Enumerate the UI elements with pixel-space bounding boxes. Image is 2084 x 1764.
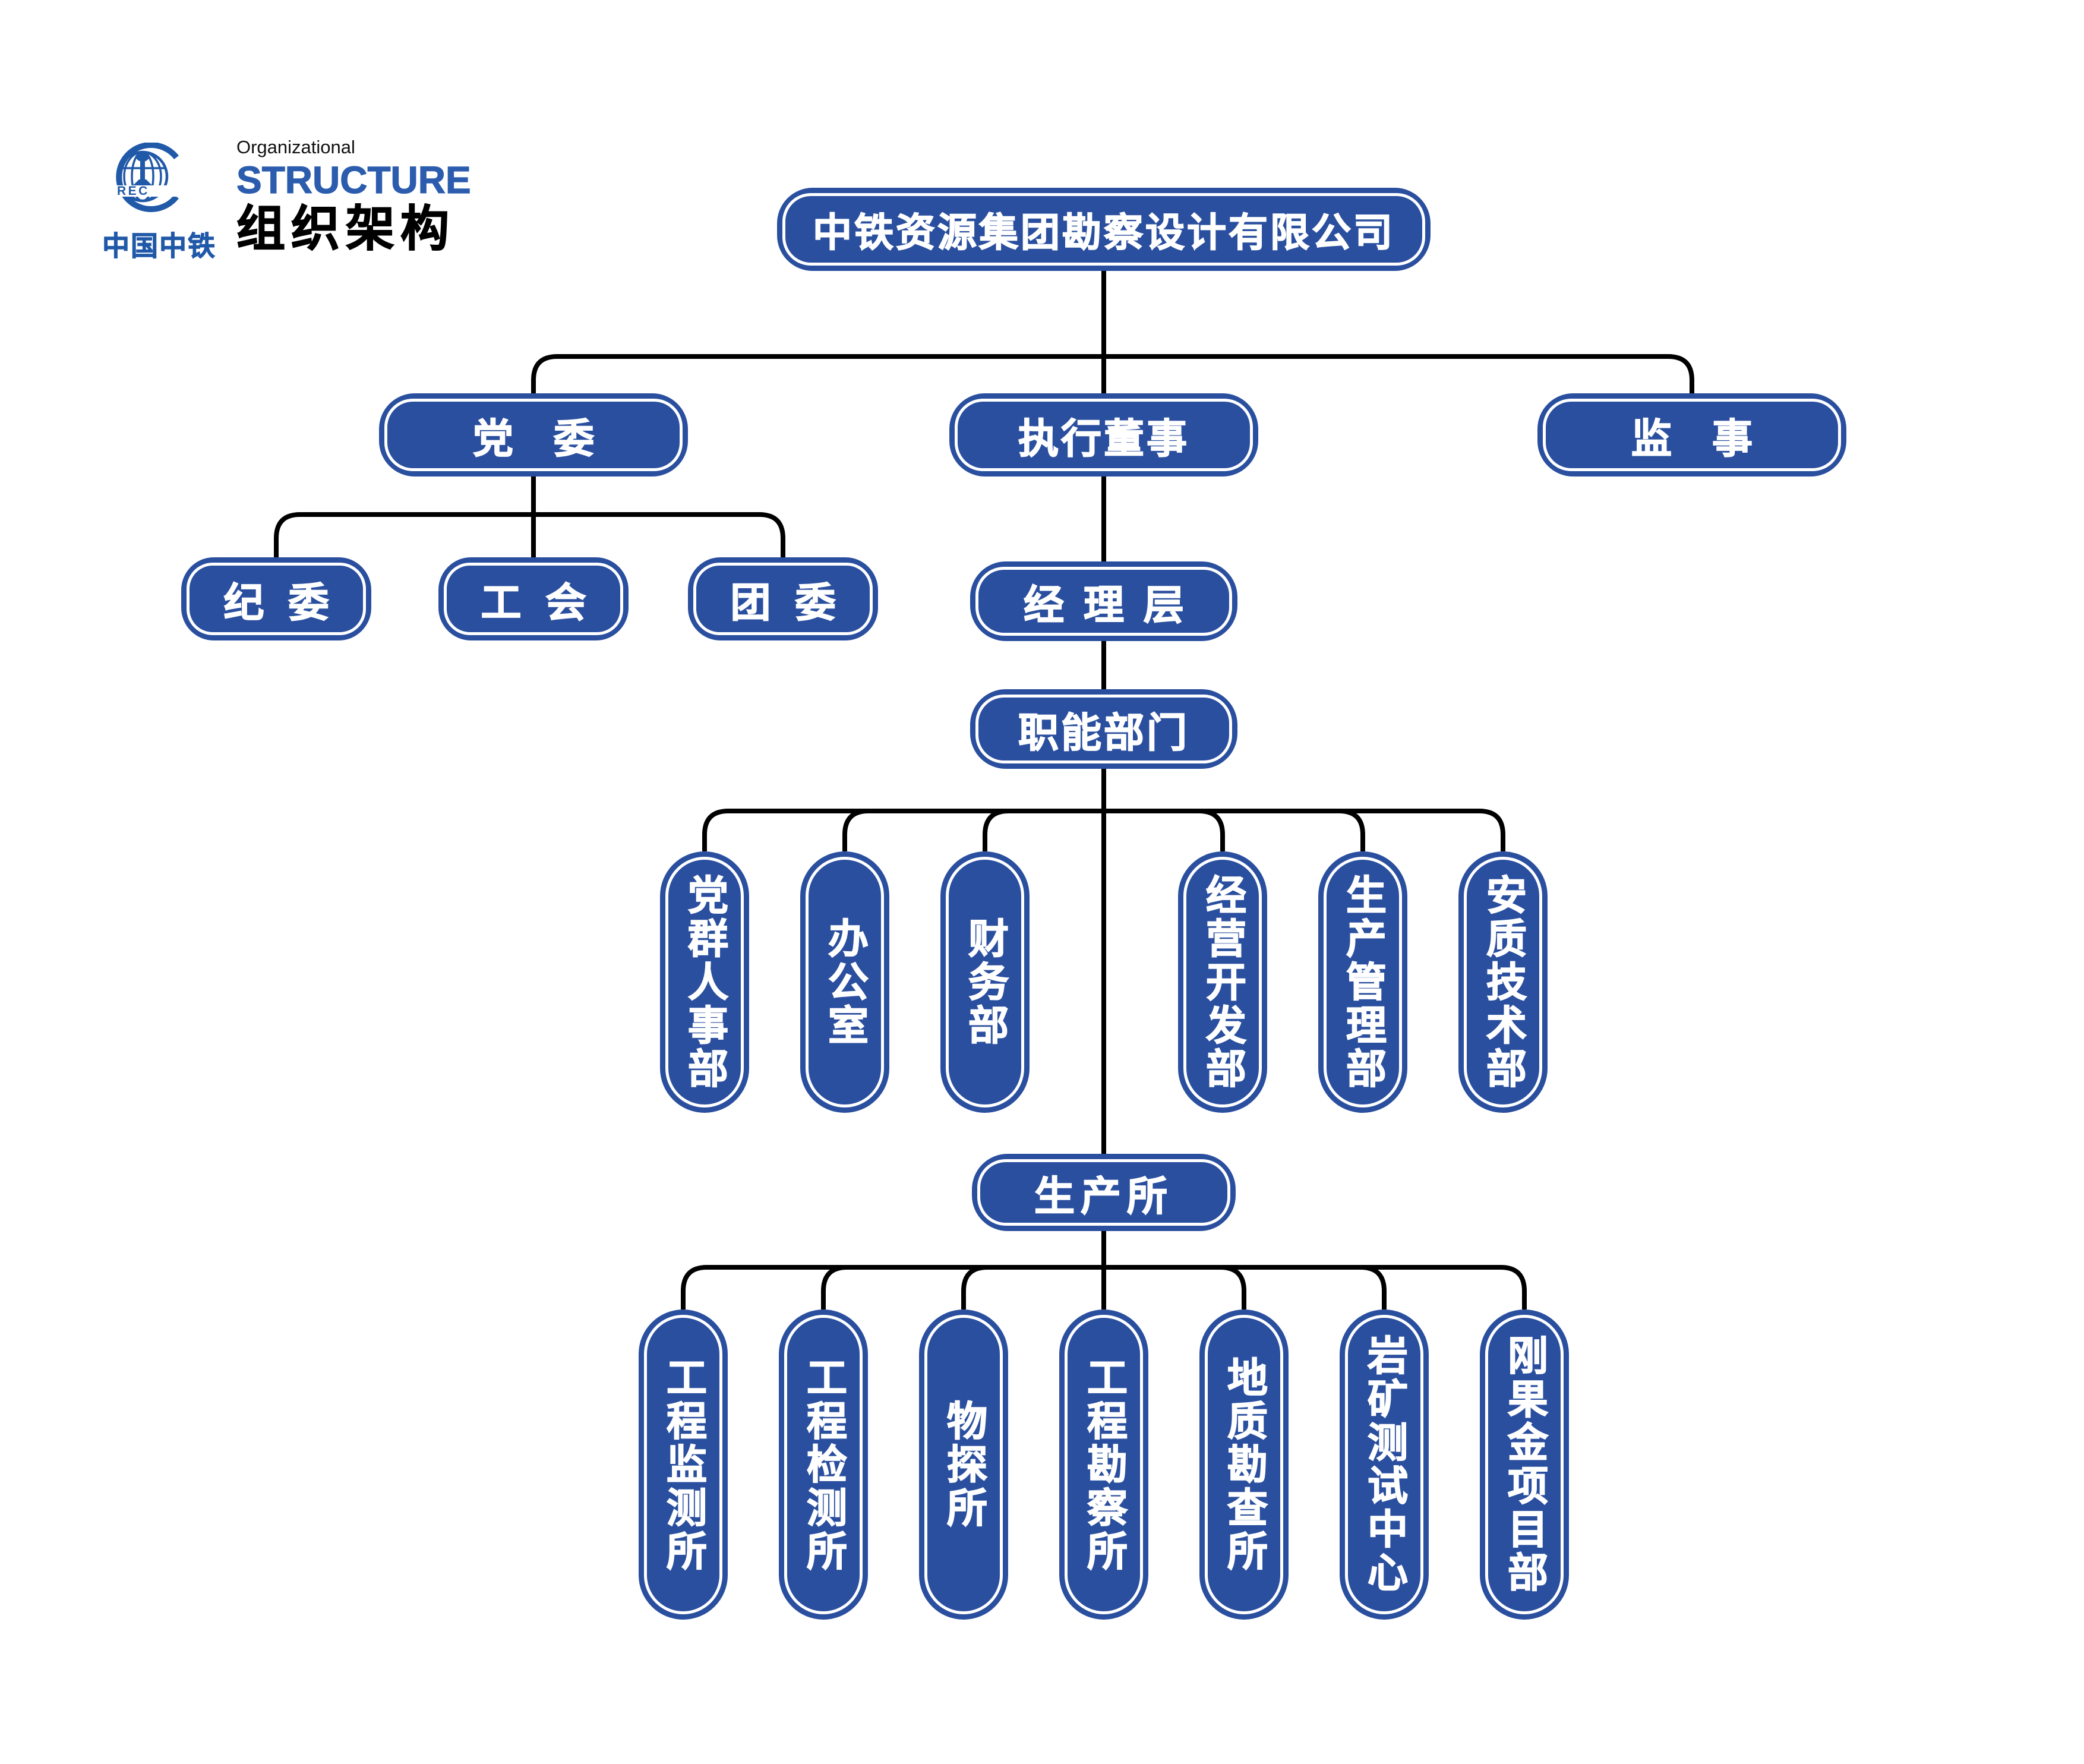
node-production-institute: 生产所 [972,1154,1236,1231]
node-party-committee: 党 委 [379,393,688,476]
node-root: 中铁资源集团勘察设计有限公司 [777,188,1431,271]
node-youth-league: 团 委 [688,557,878,640]
rail-glyph [133,152,152,185]
brand-name: 中国中铁 [102,231,216,262]
node-unit-rock-mineral: 岩矿测试中心 [1340,1309,1429,1620]
node-unit-congo-project: 刚果金项目部 [1480,1309,1569,1620]
emblem-letters: REC [117,184,150,198]
title-structure: STRUCTURE [236,159,471,201]
node-dept-office: 办公室 [800,851,889,1113]
crec-logo-icon: REC [110,143,179,212]
emblem-band [110,185,178,197]
node-functional-departments: 职能部门 [970,689,1237,769]
node-unit-geological: 地质勘查所 [1199,1309,1289,1620]
node-supervisor: 监 事 [1537,393,1846,476]
node-dept-safety-quality: 安质技术部 [1458,851,1548,1113]
node-dept-party-hr: 党群人事部 [660,851,749,1113]
node-executive-director: 执行董事 [949,393,1258,476]
node-unit-eng-testing: 工程检测所 [779,1309,868,1620]
title-organizational: Organizational [236,137,355,157]
title-cn: 组织架构 [236,202,456,256]
node-labor-union: 工 会 [438,557,629,640]
node-dept-production-mgmt: 生产管理部 [1318,851,1407,1113]
node-dept-business-dev: 经营开发部 [1178,851,1267,1113]
node-unit-geophysical: 物探所 [919,1309,1008,1620]
node-management-level: 经 理 层 [970,561,1237,641]
node-unit-eng-monitoring: 工程监测所 [639,1309,728,1620]
node-unit-eng-survey: 工程勘察所 [1059,1309,1148,1620]
node-discipline-committee: 纪 委 [181,557,371,640]
node-dept-finance: 财务部 [940,851,1030,1113]
page-title-block: Organizational STRUCTURE 组织架构 [236,138,471,254]
